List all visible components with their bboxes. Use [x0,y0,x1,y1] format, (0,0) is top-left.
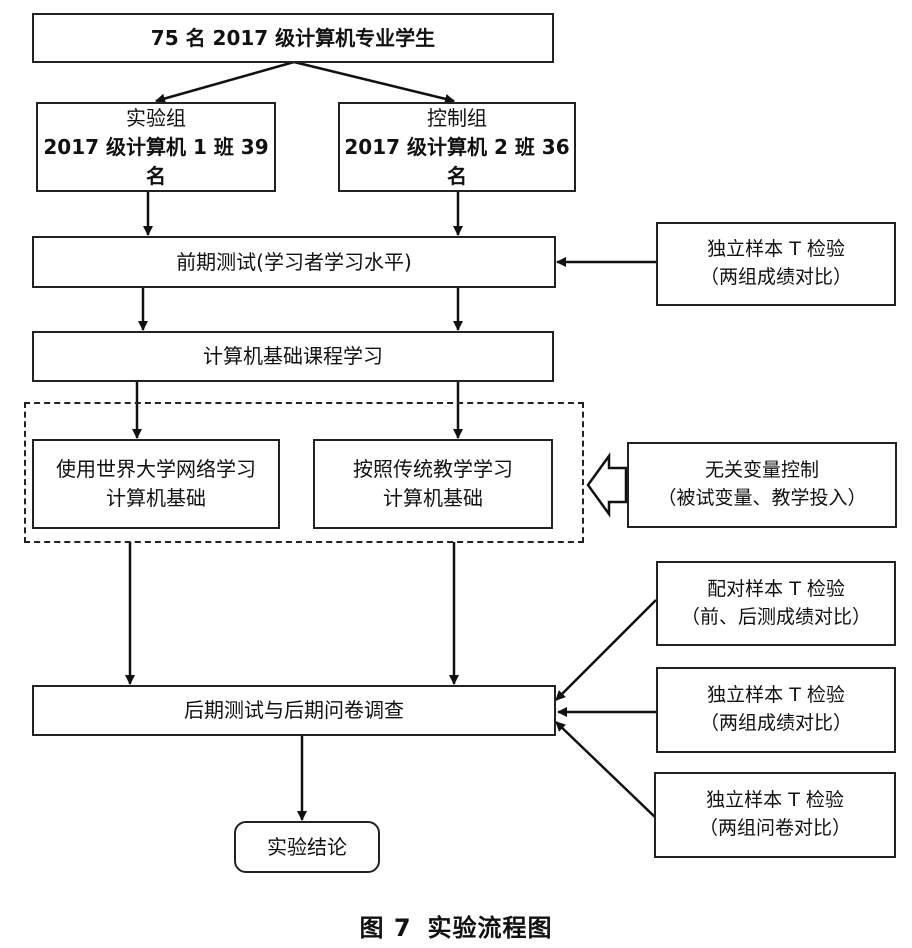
experimental-group-title: 实验组 [126,105,186,130]
experimental-method-line1: 使用世界大学网络学习 [56,457,256,481]
arrow-side-post-survey [555,721,657,819]
posttest-text: 后期测试与后期问卷调查 [184,698,404,722]
course-text: 计算机基础课程学习 [203,344,383,368]
side-control-line2: （被试变量、教学投入） [657,487,867,509]
side-control-line1: 无关变量控制 [704,459,819,482]
side-variable-control-box: 无关变量控制 （被试变量、教学投入） [627,442,897,528]
experimental-method-line2: 计算机基础 [106,486,206,510]
side-post-survey-ttest-box: 独立样本 T 检验 （两组问卷对比） [654,772,896,858]
control-group-title: 控制组 [427,105,487,130]
arrow-top-to-ctrl [293,60,455,104]
experimental-group-desc: 2017 级计算机 1 班 39 名 [43,134,269,188]
experimental-method-box: 使用世界大学网络学习 计算机基础 [32,439,280,529]
side-post-scores-line1: 独立样本 T 检验 [707,684,845,707]
control-group-desc: 2017 级计算机 2 班 36 名 [344,134,570,188]
participants-box: 75 名 2017 级计算机专业学生 [32,13,554,63]
side-post-survey-line1: 独立样本 T 检验 [706,789,844,812]
conclusion-text: 实验结论 [267,834,347,859]
experimental-group-box: 实验组 2017 级计算机 1 班 39 名 [36,102,276,192]
side-pretest-ttest-box: 独立样本 T 检验 （两组成绩对比） [656,222,896,306]
conclusion-box: 实验结论 [234,821,380,873]
figure-title: 实验流程图 [427,914,553,942]
side-pretest-line2: （两组成绩对比） [699,266,852,288]
figure-caption: 图 7 实验流程图 [0,908,912,943]
participants-text: 75 名 2017 级计算机专业学生 [150,25,436,50]
side-paired-line2: （前、后测成绩对比） [680,605,871,628]
control-method-line1: 按照传统教学学习 [353,457,513,481]
hollow-arrow-icon [586,452,628,518]
side-post-scores-line2: （两组成绩对比） [699,712,852,734]
treatment-region [24,402,584,543]
side-post-survey-line2: （两组问卷对比） [698,817,851,839]
side-paired-ttest-box: 配对样本 T 检验 （前、后测成绩对比） [656,561,896,646]
posttest-box: 后期测试与后期问卷调查 [32,685,556,736]
side-post-scores-ttest-box: 独立样本 T 检验 （两组成绩对比） [656,667,896,753]
side-pretest-line1: 独立样本 T 检验 [707,238,845,261]
control-method-box: 按照传统教学学习 计算机基础 [313,439,553,529]
pretest-text: 前期测试(学习者学习水平) [176,249,412,274]
arrow-top-to-exp [155,60,295,104]
pretest-box: 前期测试(学习者学习水平) [32,236,556,288]
side-paired-line1: 配对样本 T 检验 [707,577,845,600]
control-method-line2: 计算机基础 [383,486,483,510]
figure-number: 图 7 [359,914,412,942]
arrow-side-paired [555,599,657,701]
control-group-box: 控制组 2017 级计算机 2 班 36 名 [338,102,576,192]
course-box: 计算机基础课程学习 [32,331,554,382]
